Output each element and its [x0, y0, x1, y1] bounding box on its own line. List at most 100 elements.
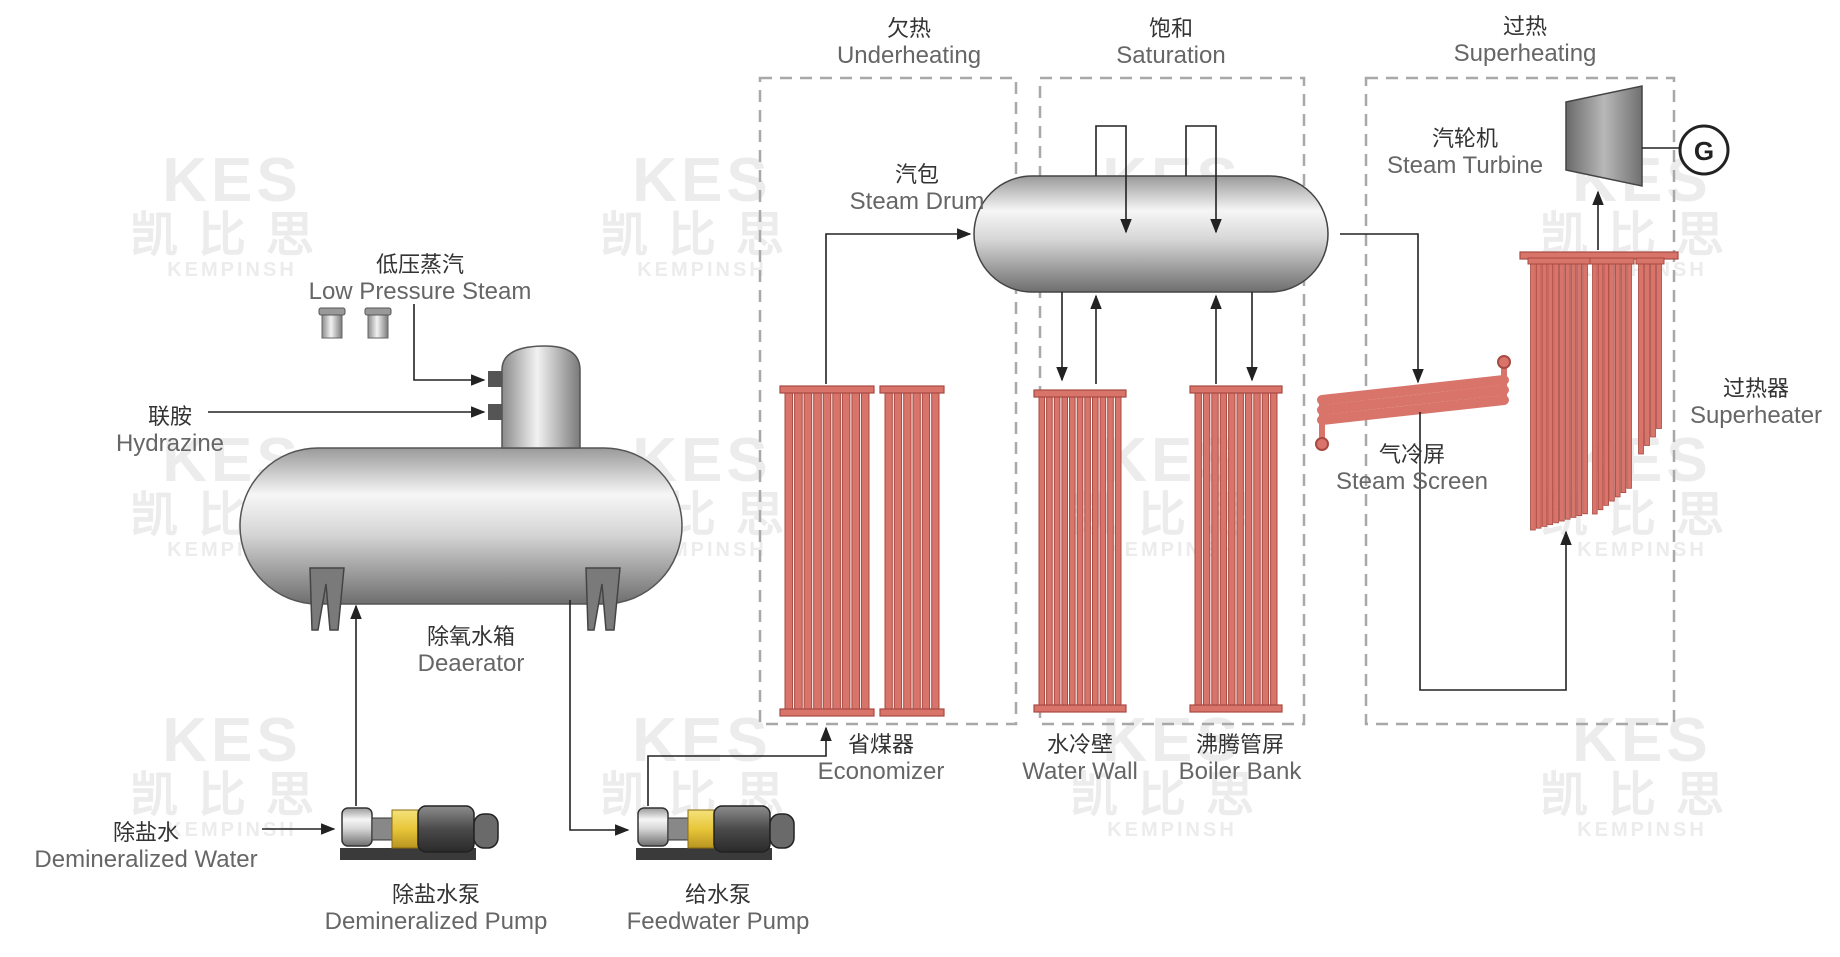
economizer-to-drum-line: [825, 228, 972, 384]
saturation-zone-box: [1038, 76, 1306, 726]
tube: [1236, 391, 1244, 709]
superheater-tube: [1638, 261, 1644, 455]
superheater-tube: [1530, 261, 1536, 531]
tube: [1219, 391, 1228, 709]
header-top: [779, 385, 875, 394]
tube: [1211, 391, 1219, 709]
tube: [1076, 395, 1084, 709]
tube: [813, 391, 822, 713]
superheater-tube: [1609, 261, 1615, 502]
deaerator-to-feedwater-pump-line: [569, 600, 630, 836]
superheater-panel-cap: [1527, 257, 1591, 265]
drum-downcomer-loop-1: [1095, 125, 1132, 234]
superheater-tube: [1553, 261, 1559, 524]
tube: [1061, 395, 1069, 709]
superheater-tube: [1576, 261, 1583, 517]
generator: G: [1678, 124, 1730, 176]
feedwater-pump: [636, 805, 795, 860]
superheater-tube: [1656, 261, 1662, 429]
tube: [1092, 395, 1099, 709]
flow-lines: [208, 125, 1680, 836]
superheater-tube: [1615, 261, 1621, 498]
tube: [912, 391, 921, 713]
superheater-tube: [1650, 261, 1656, 438]
tube: [822, 391, 832, 713]
tube: [1114, 395, 1122, 709]
header-top: [879, 385, 945, 394]
tube: [851, 391, 861, 713]
feedwater-pump-to-economizer-line: [647, 726, 832, 806]
demineralized-pump: [340, 805, 499, 860]
superheater-tube: [1644, 261, 1650, 446]
tube: [1046, 395, 1053, 709]
superheater-tube: [1620, 261, 1627, 494]
header-bottom: [1033, 704, 1127, 713]
tube: [841, 391, 851, 713]
boiler-bank-tube-bank: [1189, 385, 1283, 713]
drum-downcomer-loop-2: [1185, 125, 1222, 234]
tube: [1107, 395, 1114, 709]
tube: [1270, 391, 1278, 709]
superheater-tube: [1597, 261, 1604, 511]
tube: [921, 391, 931, 713]
steam-turbine: [1565, 85, 1643, 187]
header-bottom: [879, 708, 945, 717]
superheater-tube: [1592, 261, 1598, 515]
superheater-panel-cap: [1635, 257, 1665, 265]
tube: [1253, 391, 1261, 709]
superheater-tube: [1626, 261, 1632, 489]
tube: [884, 391, 893, 713]
tube: [931, 391, 940, 713]
steam-screen-coil: [1315, 355, 1511, 451]
tube: [1053, 395, 1061, 709]
superheater-tube-bank: [1519, 251, 1679, 531]
drum-to-steam-screen-line: [1340, 233, 1424, 384]
generator-symbol: G: [1694, 136, 1714, 166]
tube: [860, 391, 870, 713]
steam-screen-to-superheater-line: [1419, 412, 1572, 691]
superheater-tube: [1541, 261, 1548, 527]
tube: [903, 391, 912, 713]
steam-drum: [973, 175, 1329, 293]
tube: [794, 391, 803, 713]
tube: [803, 391, 813, 713]
tube: [784, 391, 794, 713]
tube: [1069, 395, 1076, 709]
deaerator-tank: [239, 307, 683, 631]
superheater-tube: [1582, 261, 1588, 515]
tube: [832, 391, 841, 713]
superheater-tube: [1564, 261, 1571, 520]
tube: [1228, 391, 1236, 709]
tube: [1084, 395, 1091, 709]
tube: [893, 391, 903, 713]
underheating-zone-box: [758, 76, 1018, 726]
tube: [1261, 391, 1270, 709]
header-top: [1033, 389, 1127, 398]
superheater-tube: [1603, 261, 1610, 506]
economizer-tube-bank-1: [779, 385, 875, 717]
low-pressure-steam-line: [413, 304, 486, 386]
superheater-tube: [1535, 261, 1542, 529]
superheater-panel-cap: [1589, 257, 1635, 265]
tube: [1202, 391, 1211, 709]
